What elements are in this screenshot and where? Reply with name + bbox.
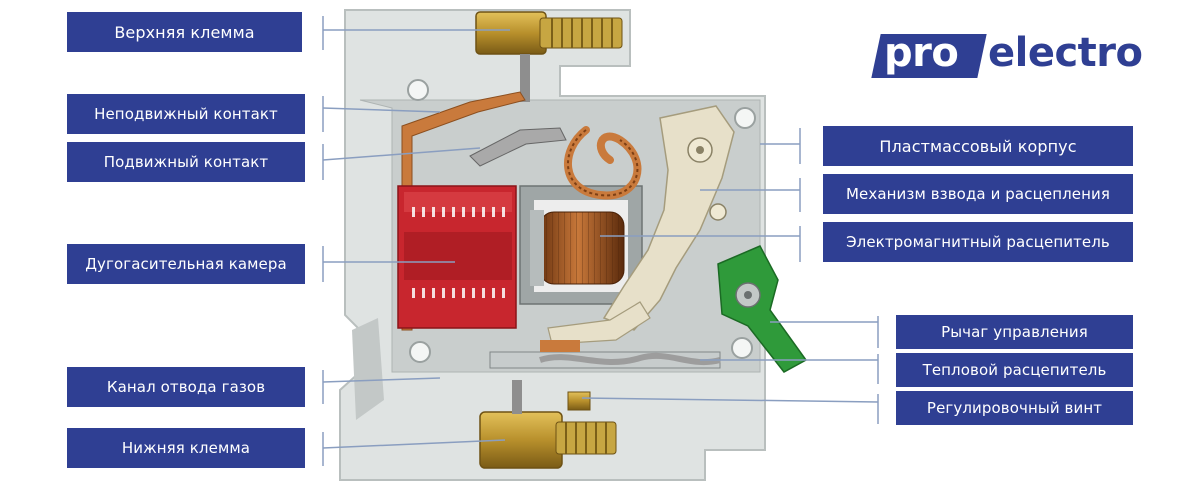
thermal-bimetal	[489, 340, 721, 369]
label-moving-contact: Подвижный контакт	[67, 142, 305, 182]
label-fixed-contact: Неподвижный контакт	[67, 94, 305, 134]
trip-mechanism	[547, 105, 735, 345]
label-plastic-case: Пластмассовый корпус	[823, 126, 1133, 166]
electromagnetic-coil	[519, 185, 643, 305]
leader-lines	[322, 16, 879, 466]
profelectro-logo: pro electro	[871, 30, 1172, 80]
label-thermal-release: Тепловой расцепитель	[896, 353, 1133, 387]
label-control-lever: Рычаг управления	[896, 315, 1133, 349]
logo-pro-text: pro	[884, 30, 959, 76]
label-gas-channel: Канал отвода газов	[67, 367, 305, 407]
label-electromagnetic-release: Электромагнитный расцепитель	[823, 222, 1133, 262]
logo-electro-text: electro	[988, 30, 1143, 76]
adjusting-screw	[567, 391, 591, 411]
arc-chute	[397, 185, 517, 329]
fixed-contact-strip	[401, 91, 526, 331]
label-cocking-mechanism: Механизм взвода и расцепления	[823, 174, 1133, 214]
label-arc-chamber: Дугогасительная камера	[67, 244, 305, 284]
label-upper-terminal: Верхняя клемма	[67, 12, 302, 52]
lower-terminal	[479, 380, 617, 469]
moving-contact	[469, 127, 567, 167]
label-adjusting-screw: Регулировочный винт	[896, 391, 1133, 425]
label-lower-terminal: Нижняя клемма	[67, 428, 305, 468]
upper-terminal	[475, 11, 623, 102]
